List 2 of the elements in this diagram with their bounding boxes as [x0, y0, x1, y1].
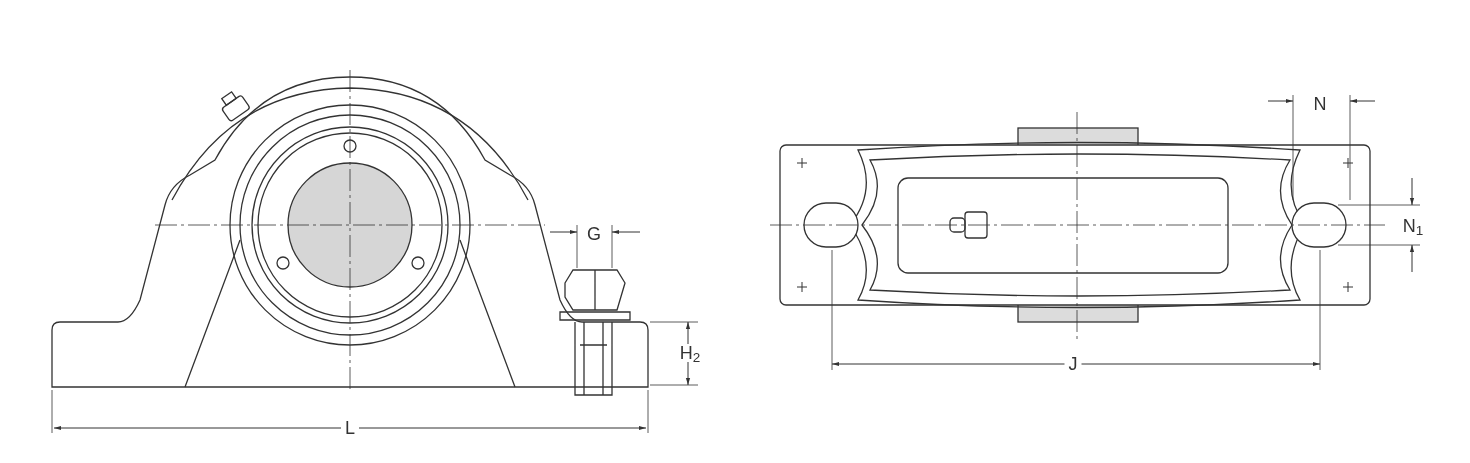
- dimension-label: L: [341, 419, 359, 437]
- dimension-label: J: [1064, 355, 1082, 373]
